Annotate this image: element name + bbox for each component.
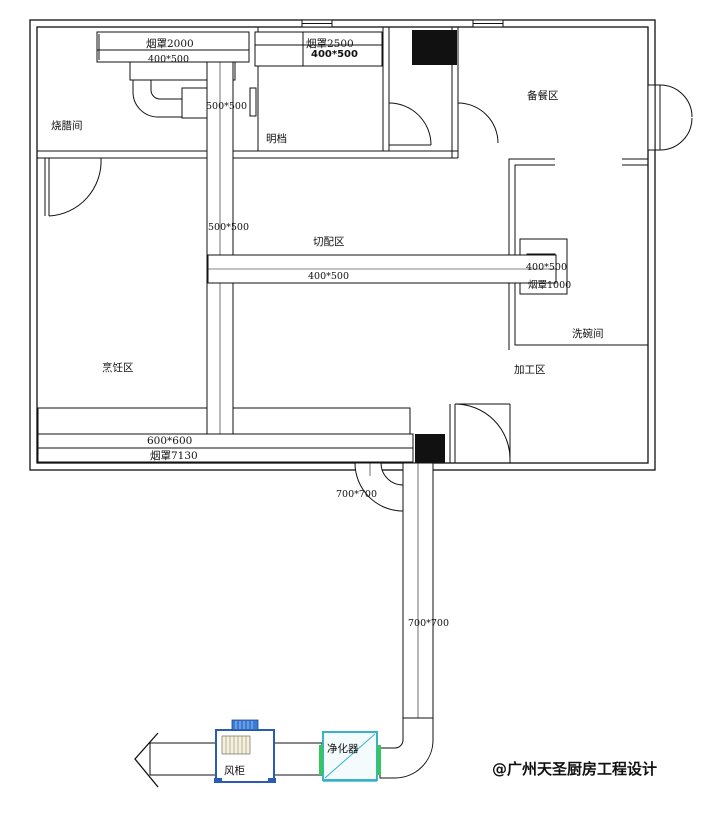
watermark-text: @广州天圣厨房工程设计 xyxy=(492,760,658,778)
hood-labels: 烟罩2000 烟罩2500 烟罩1000 烟罩7130 xyxy=(146,37,571,462)
outer-walls xyxy=(29,19,656,471)
duct-label-4: 500*500 xyxy=(208,222,249,233)
room-qiepei: 切配区 xyxy=(313,236,345,248)
exhaust-arrow xyxy=(134,732,159,788)
shaft-bottom xyxy=(415,434,445,463)
doors xyxy=(44,84,693,463)
duct-label-7: 600*600 xyxy=(147,435,192,447)
duct-label-9: 700*700 xyxy=(408,618,449,629)
top-windows xyxy=(301,19,504,28)
duct-label-8: 700*700 xyxy=(336,489,377,500)
hood-7130-label: 烟罩7130 xyxy=(150,449,198,462)
shaft-top xyxy=(412,30,457,65)
room-jiagong: 加工区 xyxy=(514,364,546,376)
ducts xyxy=(129,61,557,779)
duct-label-5: 400*500 xyxy=(308,271,349,282)
room-labels: 烧腊间 明档 备餐区 切配区 烹饪区 加工区 洗碗间 xyxy=(51,89,604,376)
duct-labels: 400*500 400*500 500*500 500*500 400*500 … xyxy=(147,49,567,629)
room-beican: 备餐区 xyxy=(527,89,559,102)
hood-2000-label: 烟罩2000 xyxy=(146,37,194,50)
room-xiwan: 洗碗间 xyxy=(572,327,604,340)
hood-2500-label: 烟罩2500 xyxy=(306,37,354,50)
duct-label-2: 400*500 xyxy=(311,49,358,60)
hoods xyxy=(37,31,568,463)
hood-1000-label: 烟罩1000 xyxy=(528,279,571,291)
room-mingdang: 明档 xyxy=(266,132,287,145)
room-pengren: 烹饪区 xyxy=(102,361,134,374)
duct-label-1: 400*500 xyxy=(148,54,189,65)
equipment-labels: 风柜 净化器 xyxy=(224,742,359,777)
duct-label-6: 400*500 xyxy=(526,262,567,273)
fan-cabinet xyxy=(214,719,276,783)
fan-cabinet-label: 风柜 xyxy=(224,764,245,777)
purifier xyxy=(319,731,381,782)
duct-label-3: 500*500 xyxy=(206,101,247,112)
purifier-label: 净化器 xyxy=(327,742,359,755)
room-shaola: 烧腊间 xyxy=(51,119,83,132)
